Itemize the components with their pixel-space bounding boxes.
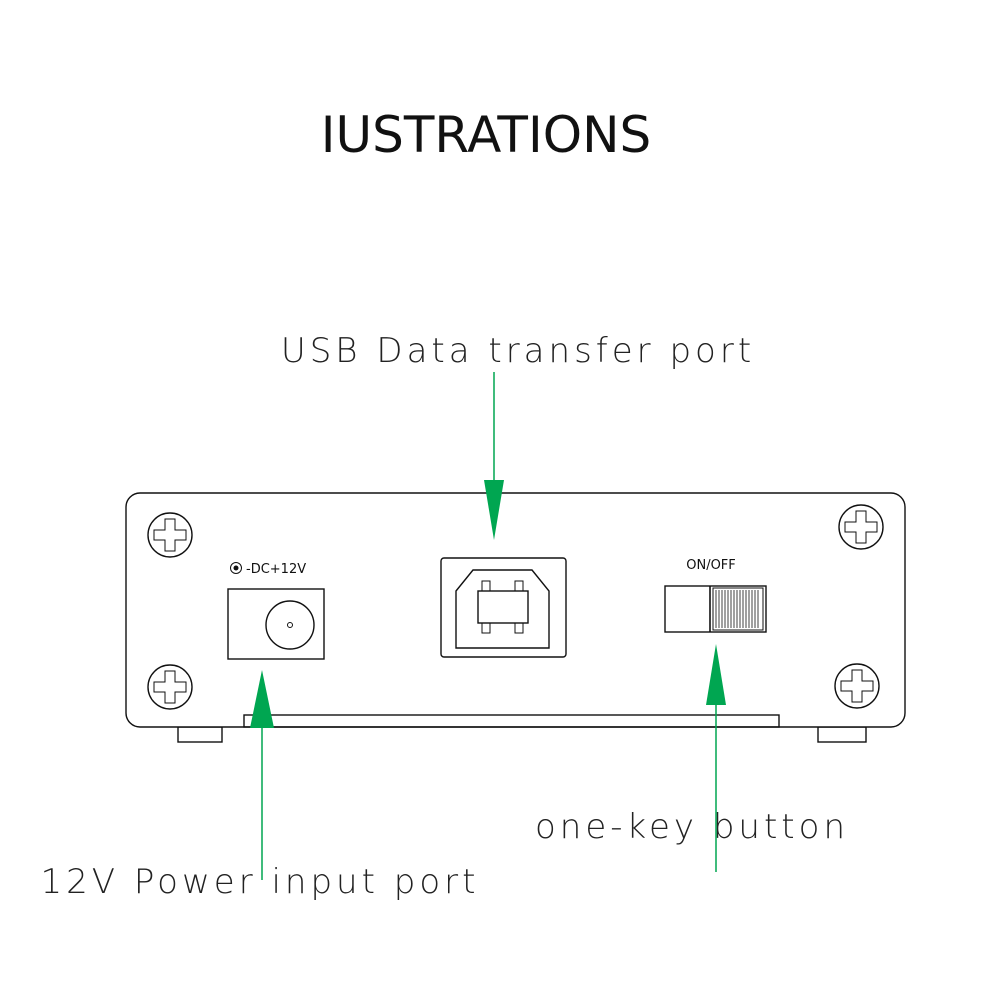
screw-top-right xyxy=(838,504,884,550)
arrow-button xyxy=(706,644,726,872)
power-switch xyxy=(664,585,767,633)
bottom-strip xyxy=(243,714,780,728)
dc-power-jack xyxy=(227,588,325,660)
screw-top-left xyxy=(147,512,193,558)
switch-ridges xyxy=(715,590,759,628)
usb-b-port xyxy=(440,557,567,658)
device-front-panel xyxy=(125,492,906,728)
switch-label: ON/OFF xyxy=(686,558,736,573)
power-port-label: 12V Power input port xyxy=(41,862,480,902)
arrow-usb xyxy=(484,372,504,540)
right-foot xyxy=(817,726,867,743)
dc-polarity-icon xyxy=(230,562,242,574)
dc-label: -DC+12V xyxy=(246,562,306,577)
arrow-power xyxy=(250,670,274,880)
screw-bottom-right xyxy=(834,663,880,709)
left-foot xyxy=(177,726,223,743)
button-label: one-key button xyxy=(535,807,849,847)
diagram-title: IUSTRATIONS xyxy=(321,106,651,164)
screw-bottom-left xyxy=(147,664,193,710)
usb-port-label: USB Data transfer port xyxy=(281,331,755,371)
dc-polarity-dot-icon xyxy=(233,565,239,571)
